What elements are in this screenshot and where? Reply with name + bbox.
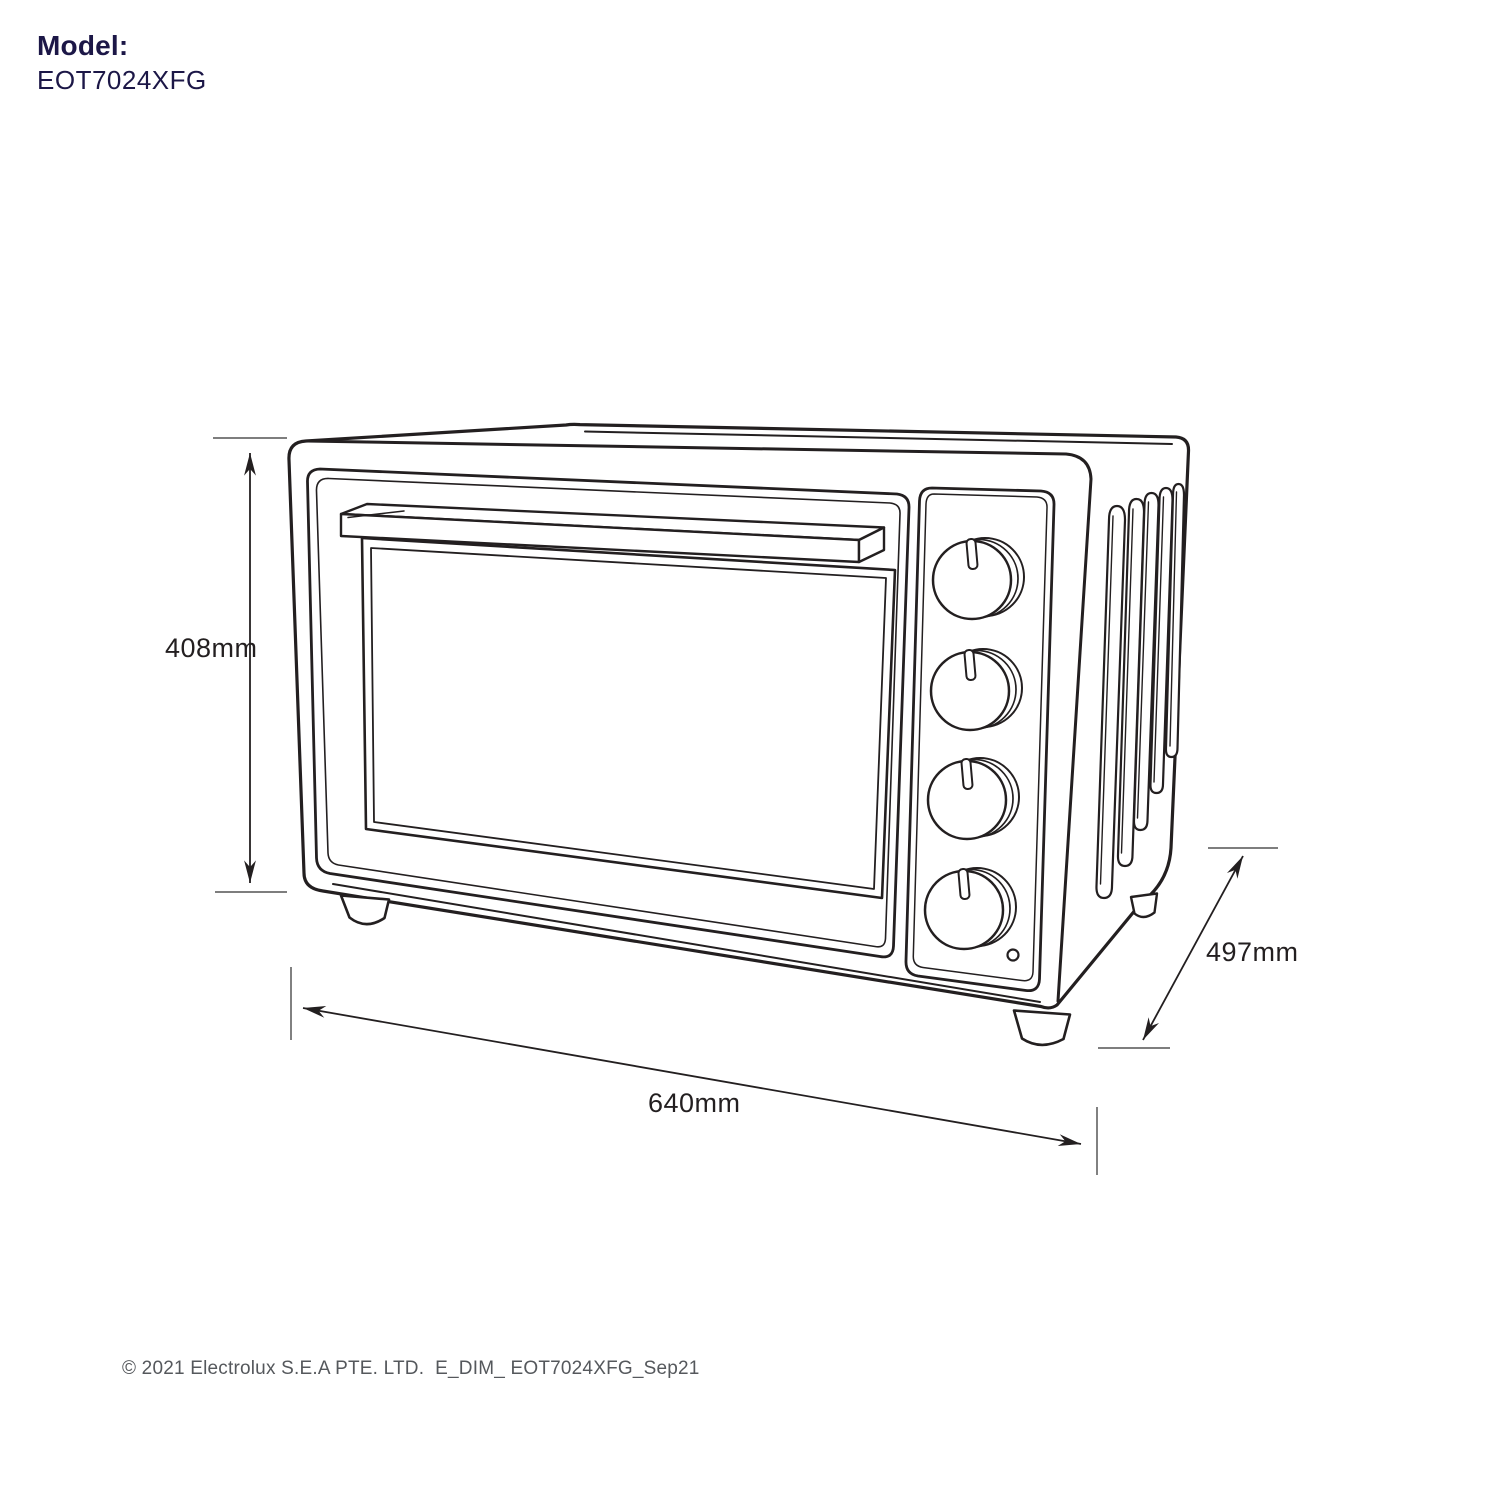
handle-end-cap bbox=[857, 526, 886, 564]
model-value: EOT7024XFG bbox=[37, 65, 207, 95]
knob-2-pointer bbox=[963, 648, 977, 682]
knob-2 bbox=[929, 648, 1023, 732]
depth-dimension: 497mm bbox=[1098, 847, 1299, 1049]
side-vents bbox=[1095, 482, 1186, 900]
knob-4 bbox=[923, 867, 1017, 951]
vent-slot-1-inner bbox=[1099, 515, 1114, 885]
foot-front-right bbox=[1012, 1009, 1072, 1047]
foot-back-right bbox=[1129, 892, 1159, 919]
foot-front-left bbox=[339, 894, 391, 926]
knob-3-pointer bbox=[960, 757, 974, 791]
vent-slot-4-inner bbox=[1153, 496, 1165, 783]
door-window-frame bbox=[360, 536, 897, 900]
copyright-text: © 2021 Electrolux S.E.A PTE. LTD. E_DIM_… bbox=[122, 1358, 700, 1379]
handle-left-detail bbox=[347, 510, 405, 519]
base-band-line bbox=[332, 883, 1041, 1003]
door-handle bbox=[339, 502, 886, 564]
model-label: Model: bbox=[37, 30, 129, 61]
depth-dimension-line bbox=[1142, 855, 1244, 1041]
height-dimension-label: 408mm bbox=[165, 633, 258, 663]
width-dimension-label: 640mm bbox=[648, 1088, 741, 1118]
indicator-light bbox=[1006, 948, 1020, 962]
knob-4-pointer bbox=[957, 867, 971, 901]
vent-slot-5 bbox=[1164, 482, 1186, 759]
oven-door bbox=[306, 467, 1041, 1003]
model-block: Model: EOT7024XFG bbox=[37, 30, 207, 96]
door-window-glass bbox=[370, 547, 887, 890]
knob-1 bbox=[931, 537, 1025, 621]
vent-slot-5-inner bbox=[1169, 491, 1178, 747]
top-back-edge-echo bbox=[584, 430, 1173, 445]
knob-1-pointer bbox=[965, 537, 979, 571]
height-dimension: 408mm bbox=[165, 437, 287, 893]
depth-dimension-label: 497mm bbox=[1206, 937, 1299, 967]
control-panel bbox=[904, 486, 1056, 993]
door-inner-echo bbox=[315, 477, 901, 948]
front-face-seam bbox=[304, 439, 1093, 1003]
control-panel-outline bbox=[904, 486, 1056, 993]
control-panel-echo bbox=[912, 493, 1048, 982]
vent-slot-2-inner bbox=[1120, 508, 1134, 854]
width-dimension: 640mm bbox=[290, 967, 1098, 1175]
knob-3 bbox=[926, 757, 1020, 841]
vent-slot-3-inner bbox=[1136, 501, 1150, 819]
width-dimension-line bbox=[302, 1006, 1082, 1146]
